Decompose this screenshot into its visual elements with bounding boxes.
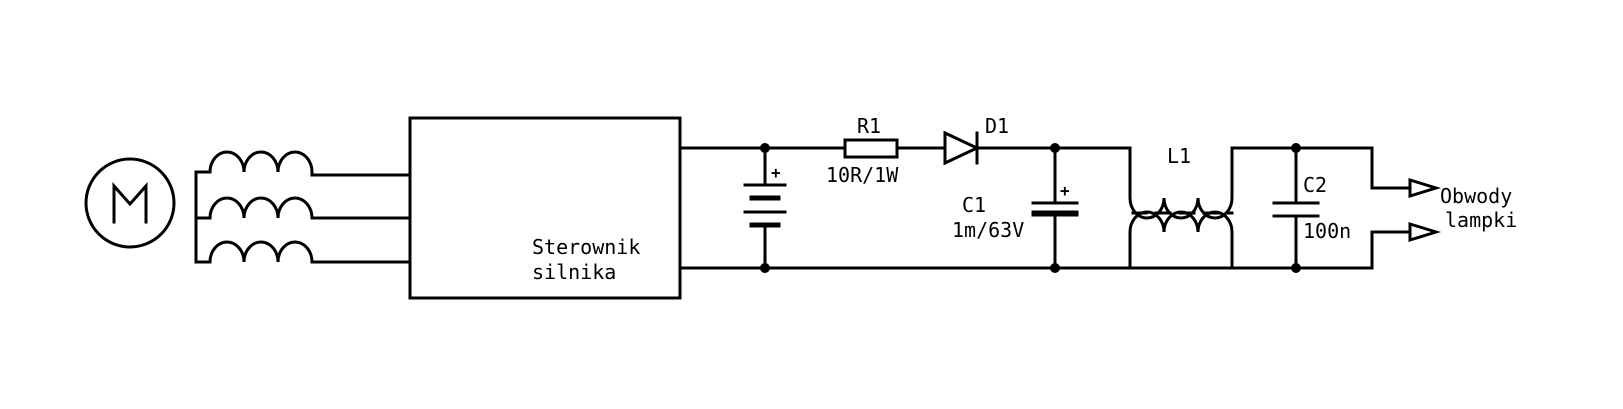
wire-d1-l1: [975, 146, 1132, 172]
junction-bottom-c1: [1050, 263, 1060, 273]
battery-polarity: +: [771, 163, 781, 182]
inductor-l1: L1: [1128, 144, 1262, 270]
winding-3: [194, 240, 412, 264]
motor-windings: [194, 150, 412, 264]
d1-ref: D1: [985, 114, 1009, 138]
junction-top-c1: [1050, 143, 1060, 153]
output-arrow-bottom: [1408, 221, 1442, 243]
c1-ref: C1: [962, 193, 986, 217]
junction-bottom-battery: [760, 263, 770, 273]
r1-ref: R1: [857, 114, 881, 138]
c1-value: 1m/63V: [952, 218, 1024, 242]
controller-box: [408, 116, 682, 300]
output-terminals: Obwody lampki: [1408, 177, 1517, 243]
l1-bottom-winding: [1128, 210, 1234, 270]
battery: +: [743, 163, 787, 270]
controller-label-line1: Sterownik: [532, 235, 640, 259]
c2-ref: C2: [1303, 173, 1327, 197]
r1-body: [843, 138, 899, 159]
controller: Sterownik silnika: [408, 116, 682, 300]
d1-triangle: [943, 130, 981, 166]
capacitor-c1: + C1 1m/63V: [952, 146, 1079, 270]
winding-2: [194, 196, 412, 220]
motor-circle: [84, 157, 176, 249]
wire-top-controller: [678, 146, 767, 170]
l1-top-winding: [1128, 146, 1262, 220]
output-arrow-top: [1408, 177, 1442, 199]
motor-symbol-m: [112, 182, 148, 224]
c1-polarity: +: [1060, 181, 1070, 200]
junction-top-c2: [1291, 143, 1301, 153]
junction-top-battery: [760, 143, 770, 153]
capacitor-c2: C2 100n: [1272, 146, 1351, 270]
resistor-r1: R1 10R/1W: [826, 114, 899, 187]
motor: [84, 157, 176, 249]
output-label-line2: lampki: [1445, 208, 1517, 232]
c2-value: 100n: [1303, 219, 1351, 243]
r1-value: 10R/1W: [826, 163, 899, 187]
winding-1: [194, 150, 412, 264]
junction-bottom-c2: [1291, 263, 1301, 273]
controller-label-line2: silnika: [532, 260, 616, 284]
wire-bottom-right: [1370, 230, 1412, 270]
diode-d1: D1: [943, 114, 1009, 166]
wire-top-right: [1230, 146, 1412, 190]
c1-plate-bottom: [1031, 210, 1079, 217]
output-label-line1: Obwody: [1440, 184, 1512, 208]
l1-ref: L1: [1167, 144, 1191, 168]
